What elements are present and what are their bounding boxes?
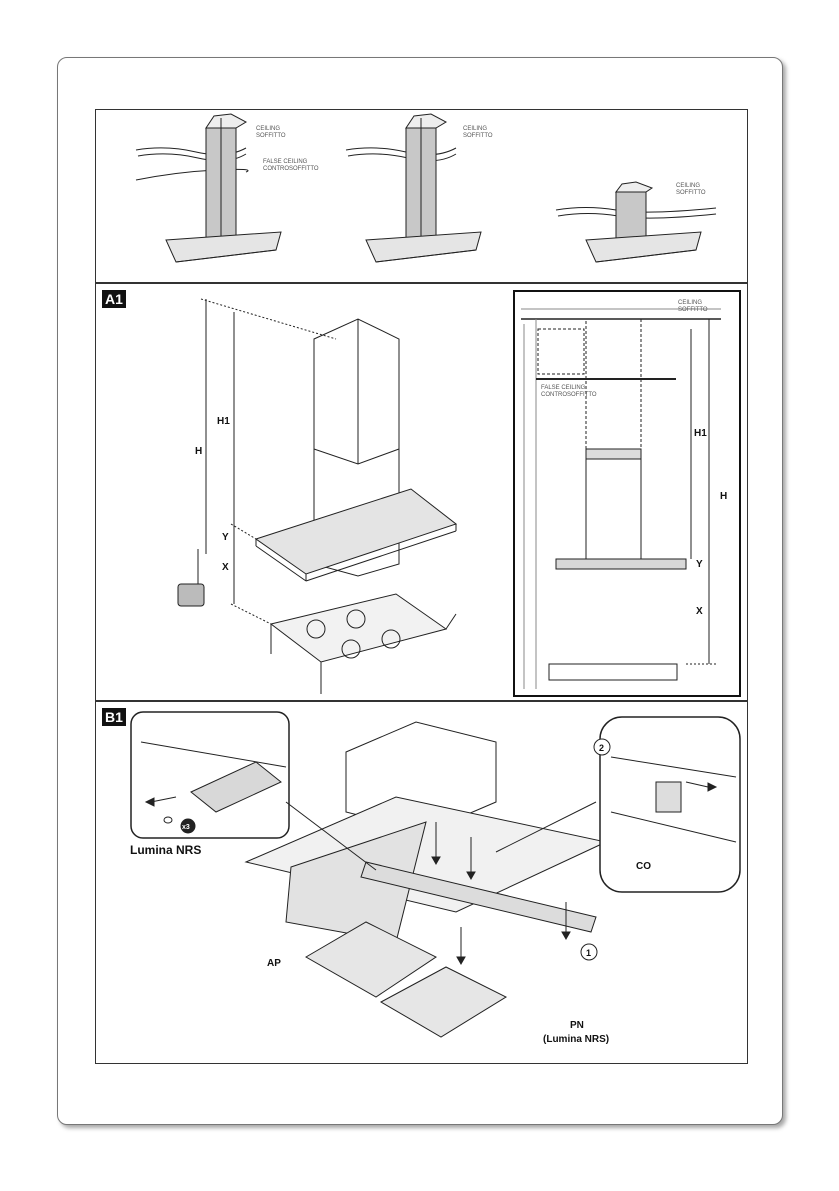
screws-count-label: x3 <box>182 824 190 831</box>
a1-left-h-label: H <box>195 446 202 457</box>
step-2-marker: 2 <box>599 743 604 753</box>
step-1-marker: 1 <box>586 948 591 958</box>
v2-soffitto-label: SOFFITTO <box>463 133 493 139</box>
a1-left-h1-label: H1 <box>217 416 230 427</box>
a1-left-y-label: Y <box>222 532 229 543</box>
v1-false-ceiling-label: FALSE CEILING <box>263 159 308 165</box>
a1-right-x-label: X <box>696 606 703 617</box>
panel-a1-drawing: H1 H Y X <box>177 290 741 697</box>
v3-soffitto-label: SOFFITTO <box>676 190 706 196</box>
a1-right-h-label: H <box>720 491 727 502</box>
lumina-inset-frame <box>130 711 290 839</box>
v1-ceiling-label: CEILING <box>256 126 280 132</box>
a1-left-x-label: X <box>222 562 229 573</box>
a1-right-y-label: Y <box>696 559 703 570</box>
pn-label: PN <box>570 1020 584 1031</box>
a1-right-soffitto-label: SOFFITTO <box>678 307 708 313</box>
lumina-inset-caption: Lumina NRS <box>130 843 201 857</box>
panel-a1: A1 <box>95 283 748 701</box>
variant-full-ceiling <box>345 113 482 263</box>
variant-false-ceiling <box>135 113 282 263</box>
co-label: CO <box>636 861 651 872</box>
hood-underside <box>244 721 608 1038</box>
a1-right-controsoffitto-label: CONTROSOFFITTO <box>541 392 597 398</box>
v1-soffitto-label: SOFFITTO <box>256 133 286 139</box>
v3-ceiling-label: CEILING <box>676 183 700 189</box>
a1-right-false-ceiling-label: FALSE CEILING <box>541 385 586 391</box>
panel-b1-drawing: x3 Lumina NRS 1 2 <box>130 711 741 1045</box>
connector-inset-drawing <box>593 738 737 843</box>
installation-variants-panel: CEILING SOFFITTO FALSE CEILING CONTROSOF… <box>95 109 748 283</box>
ap-label: AP <box>267 958 281 969</box>
v1-controsoffitto-label: CONTROSOFFITTO <box>263 166 319 172</box>
panel-b1: B1 x3 Lumina NRS <box>95 701 748 1064</box>
installation-variants-drawing: CEILING SOFFITTO FALSE CEILING CONTROSOF… <box>135 113 717 263</box>
v2-ceiling-label: CEILING <box>463 126 487 132</box>
pn-sub-label: (Lumina NRS) <box>543 1034 609 1045</box>
panel-b1-badge: B1 <box>102 708 126 726</box>
a1-right-h1-label: H1 <box>694 428 707 439</box>
hood-perspective <box>177 298 458 694</box>
section-view <box>521 308 721 689</box>
lumina-inset-drawing <box>140 741 287 834</box>
variant-short-chimney <box>555 181 717 263</box>
a1-right-ceiling-label: CEILING <box>678 300 702 306</box>
panel-a1-badge: A1 <box>102 290 126 308</box>
